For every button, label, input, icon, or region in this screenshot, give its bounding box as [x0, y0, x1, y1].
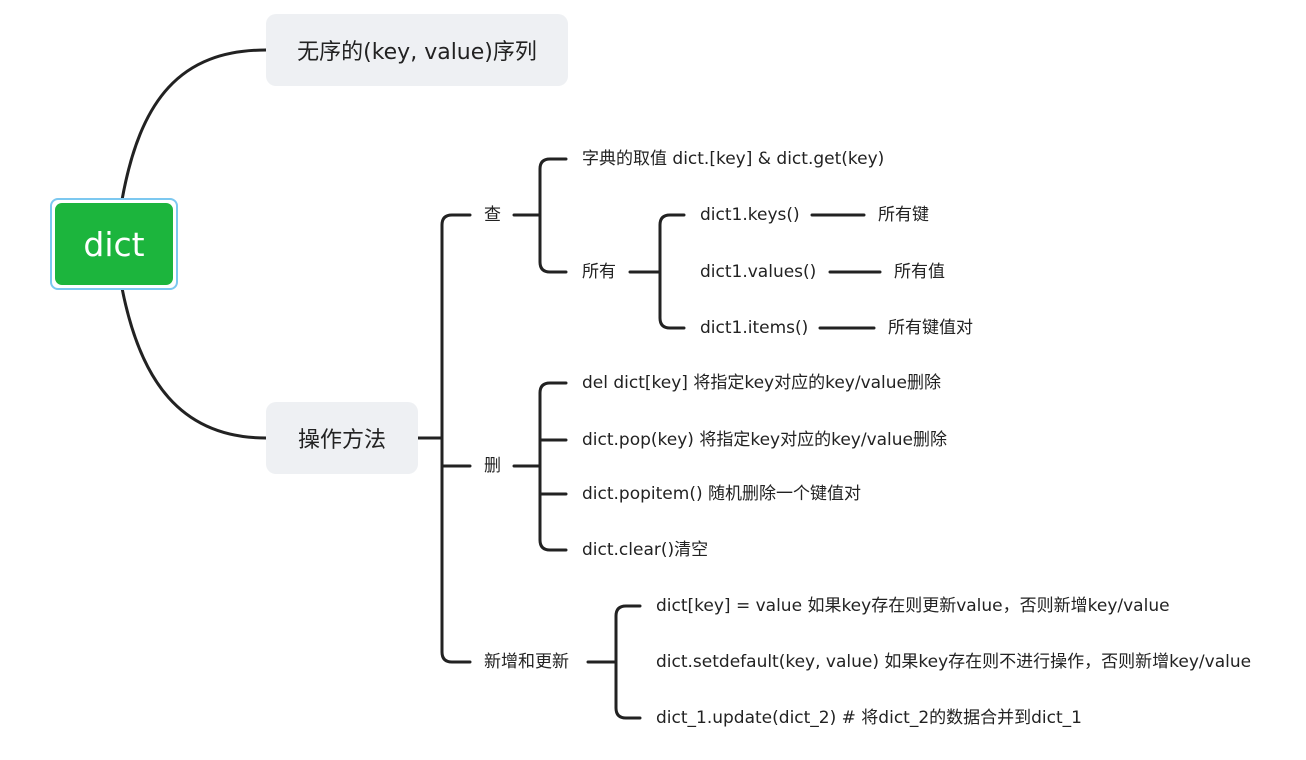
node-delete-pop[interactable]: dict.pop(key) 将指定key对应的key/value删除 [582, 430, 948, 450]
node-all[interactable]: 所有 [582, 262, 616, 282]
node-values-method[interactable]: dict1.values() [700, 262, 817, 282]
node-delete[interactable]: 删 [484, 456, 501, 476]
node-delete-del[interactable]: del dict[key] 将指定key对应的key/value删除 [582, 373, 942, 393]
node-add-update[interactable]: 新增和更新 [484, 652, 569, 672]
topic-unordered-label: 无序的(key, value)序列 [297, 40, 537, 65]
connector-root-unordered [120, 48, 268, 202]
node-items-method[interactable]: dict1.items() [700, 318, 809, 338]
node-add-update-merge[interactable]: dict_1.update(dict_2) # 将dict_2的数据合并到dic… [656, 708, 1082, 728]
node-add-setdefault[interactable]: dict.setdefault(key, value) 如果key存在则不进行操… [656, 652, 1252, 672]
topic-unordered[interactable]: 无序的(key, value)序列 [266, 14, 568, 86]
bracket-all [658, 213, 686, 330]
node-keys-meaning[interactable]: 所有键 [878, 205, 929, 225]
node-delete-popitem[interactable]: dict.popitem() 随机删除一个键值对 [582, 484, 861, 504]
connector-root-ops [120, 286, 268, 440]
node-keys-method[interactable]: dict1.keys() [700, 205, 800, 225]
topic-operations[interactable]: 操作方法 [266, 402, 418, 474]
node-add-assign[interactable]: dict[key] = value 如果key存在则更新value，否则新增ke… [656, 596, 1170, 616]
bracket-ops [440, 213, 472, 664]
topic-operations-label: 操作方法 [297, 428, 386, 453]
node-delete-clear[interactable]: dict.clear()清空 [582, 540, 709, 560]
bracket-delete [538, 381, 568, 552]
bracket-query [538, 157, 568, 274]
node-get-value[interactable]: 字典的取值 dict.[key] & dict.get(key) [582, 149, 885, 169]
node-values-meaning[interactable]: 所有值 [894, 262, 945, 282]
bracket-add [614, 604, 642, 720]
root-node[interactable]: dict [55, 203, 173, 285]
node-items-meaning[interactable]: 所有键值对 [888, 318, 973, 338]
node-query[interactable]: 查 [484, 205, 501, 225]
